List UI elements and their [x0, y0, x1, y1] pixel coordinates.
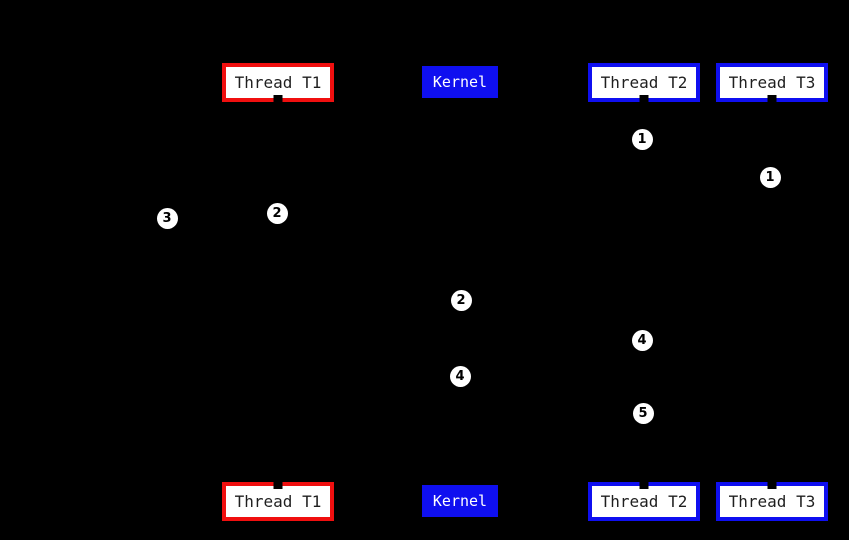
lifeline-stub: [639, 482, 649, 489]
box-thread-t1-bottom: Thread T1: [222, 482, 334, 521]
lifeline-stub: [273, 482, 283, 489]
box-label: Thread T2: [600, 73, 688, 92]
lifeline-stub: [639, 95, 649, 102]
box-thread-t3-top: Thread T3: [716, 63, 828, 102]
event-marker-1: 1: [759, 166, 781, 188]
box-label: Kernel: [432, 492, 488, 510]
lifeline-stub: [767, 95, 777, 102]
lifeline-stub: [767, 482, 777, 489]
box-kernel-top: Kernel: [422, 66, 498, 98]
box-thread-t3-bottom: Thread T3: [716, 482, 828, 521]
box-label: Thread T3: [728, 492, 816, 511]
event-marker-4: 4: [631, 329, 653, 351]
box-label: Thread T1: [234, 73, 322, 92]
box-label: Thread T1: [234, 492, 322, 511]
box-thread-t2-top: Thread T2: [588, 63, 700, 102]
event-marker-2: 2: [266, 202, 288, 224]
box-kernel-bottom: Kernel: [422, 485, 498, 517]
lifeline-stub: [273, 95, 283, 102]
box-thread-t2-bottom: Thread T2: [588, 482, 700, 521]
event-marker-3: 3: [156, 207, 178, 229]
box-thread-t1-top: Thread T1: [222, 63, 334, 102]
event-marker-1: 1: [631, 128, 653, 150]
event-marker-2: 2: [450, 289, 472, 311]
box-label: Kernel: [432, 73, 488, 91]
box-label: Thread T3: [728, 73, 816, 92]
box-label: Thread T2: [600, 492, 688, 511]
event-marker-5: 5: [632, 402, 654, 424]
event-marker-4: 4: [449, 365, 471, 387]
